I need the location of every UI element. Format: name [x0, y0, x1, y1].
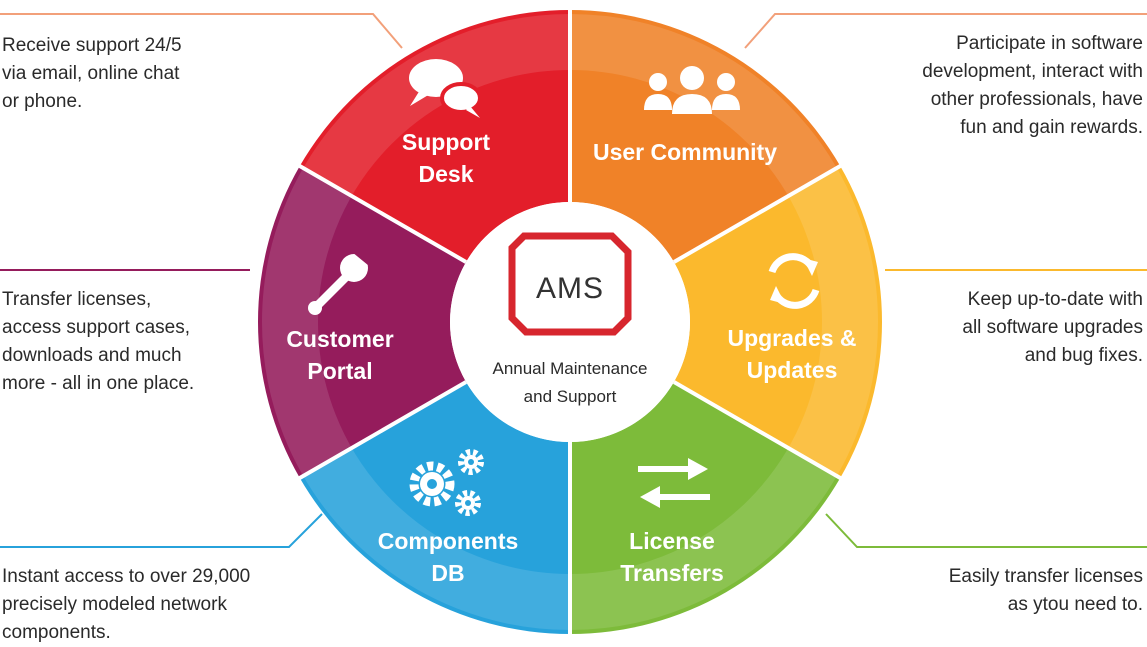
user-community-desc-line: fun and gain rewards. — [960, 117, 1143, 138]
upgrades-desc-line: and bug fixes. — [1024, 345, 1143, 366]
user-community-desc-line: development, interact with — [922, 61, 1143, 82]
ams-logo-text: AMS — [536, 272, 604, 305]
components-description: Instant access to over 29,000 precisely … — [2, 563, 250, 647]
swap-arrows-icon — [638, 458, 710, 508]
connector-lines — [0, 13, 1147, 548]
portal-description: Transfer licenses, access support cases,… — [2, 286, 194, 398]
user-community-label: User Community — [593, 139, 777, 165]
upgrades-description: Keep up-to-date with all software upgrad… — [962, 286, 1143, 370]
support-desk-desc-line: or phone. — [2, 91, 83, 112]
segment-license-transfers[interactable] — [570, 382, 841, 634]
user-community-desc-line: Participate in software — [956, 33, 1143, 54]
portal-desc-line: access support cases, — [2, 317, 190, 338]
support-desk-desc-line: via email, online chat — [2, 63, 180, 84]
connector-user-community — [744, 13, 1147, 49]
segment-customer-portal[interactable] — [257, 166, 467, 478]
components-desc-line: components. — [2, 622, 111, 643]
support-desk-desc-line: Receive support 24/5 — [2, 35, 182, 56]
segment-user-community[interactable] — [570, 10, 841, 262]
components-desc-line: precisely modeled network — [2, 594, 227, 615]
connector-support-desk — [0, 13, 403, 49]
chat-bubbles-icon — [409, 59, 482, 118]
user-community-description: Participate in software development, int… — [922, 30, 1143, 142]
segment-support-desk[interactable] — [299, 10, 570, 262]
user-community-desc-line: other professionals, have — [930, 89, 1143, 110]
segment-components-db[interactable] — [299, 382, 570, 634]
portal-label-line2: Portal — [307, 358, 372, 384]
segment-separators — [296, 8, 844, 636]
components-label-line1: Components — [378, 528, 519, 554]
license-label-line2: Transfers — [620, 560, 724, 586]
ams-logo: AMS — [508, 232, 632, 336]
components-label-line2: DB — [431, 560, 464, 586]
license-label-line1: License — [629, 528, 715, 554]
wrench-icon — [308, 252, 374, 315]
upgrades-label-line2: Updates — [747, 357, 838, 383]
license-desc-line: Easily transfer licenses — [948, 566, 1143, 587]
center-title-line1: Annual Maintenance — [492, 359, 647, 378]
connector-license — [825, 513, 1147, 548]
portal-desc-line: downloads and much — [2, 345, 182, 366]
connector-components — [0, 513, 323, 548]
support-desk-label-line2: Desk — [419, 161, 474, 187]
upgrades-label-line1: Upgrades & — [727, 325, 856, 351]
refresh-arrows-icon — [768, 253, 820, 309]
upgrades-desc-line: all software upgrades — [962, 317, 1143, 338]
support-desk-description: Receive support 24/5 via email, online c… — [2, 32, 182, 116]
portal-desc-line: Transfer licenses, — [2, 289, 152, 310]
center-title-line2: and Support — [524, 387, 617, 406]
users-group-icon — [644, 66, 740, 114]
upgrades-desc-line: Keep up-to-date with — [967, 289, 1143, 310]
license-desc-line: as ytou need to. — [1007, 594, 1143, 615]
segment-upgrades-updates[interactable] — [673, 166, 882, 478]
gears-icon — [409, 449, 484, 516]
components-desc-line: Instant access to over 29,000 — [2, 566, 251, 587]
portal-label-line1: Customer — [286, 326, 393, 352]
support-desk-label-line1: Support — [402, 129, 490, 155]
portal-desc-line: more - all in one place. — [2, 373, 195, 394]
license-description: Easily transfer licenses as ytou need to… — [949, 563, 1143, 619]
